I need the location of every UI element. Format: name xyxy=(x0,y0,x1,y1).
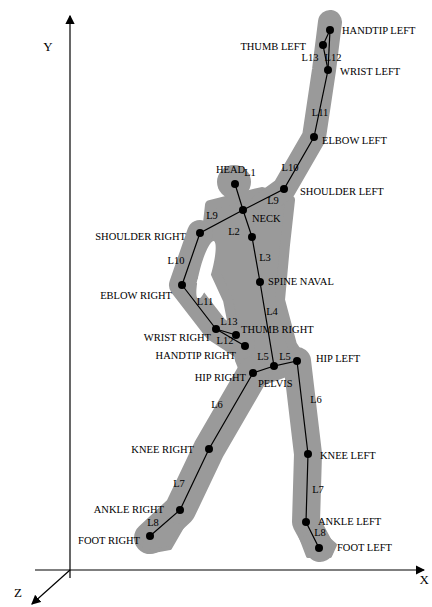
skeleton-lines xyxy=(150,30,330,548)
joint-label: WRIST LEFT xyxy=(340,67,400,78)
segment-label: L7 xyxy=(173,479,185,490)
segment-label: L9 xyxy=(206,211,218,222)
joint-label: FOOT LEFT xyxy=(337,543,392,554)
segment-label: L13 xyxy=(221,317,238,328)
segment-label: L8 xyxy=(147,518,159,529)
segment-label: L6 xyxy=(310,395,322,406)
segment-label: L12 xyxy=(325,53,342,64)
joint-label: ANKLE LEFT xyxy=(318,517,381,528)
segment-label: L5 xyxy=(257,352,269,363)
joint-label: HIP RIGHT xyxy=(195,373,246,384)
segment-label: L8 xyxy=(314,528,326,539)
y-axis xyxy=(69,16,70,578)
joint-label: SHOULDER LEFT xyxy=(300,187,384,198)
arm-gap xyxy=(192,239,219,300)
joint-label: THUMB LEFT xyxy=(240,42,306,53)
segment-label: L10 xyxy=(168,256,185,267)
segment-label: L5 xyxy=(279,352,291,363)
joint-label: THUMB RIGHT xyxy=(241,325,314,336)
segment-label: L2 xyxy=(228,227,240,238)
joint-label: SHOULDER RIGHT xyxy=(95,232,186,243)
segment-label: L9 xyxy=(267,196,279,207)
segment-label: L7 xyxy=(312,485,324,496)
joint-label: FOOT RIGHT xyxy=(78,536,140,547)
segment-label: L4 xyxy=(266,307,278,318)
joint-label: ANKLE RIGHT xyxy=(94,505,164,516)
joint-label: WRIST RIGHT xyxy=(144,333,211,344)
joint-label: NECK xyxy=(252,214,281,225)
segment-label: L11 xyxy=(197,297,214,308)
segment-label: L3 xyxy=(259,253,271,264)
segment-label: L12 xyxy=(217,336,234,347)
joint-label: PELVIS xyxy=(258,379,293,390)
z-axis xyxy=(32,570,70,604)
segment-label: L10 xyxy=(282,163,299,174)
joint-label: SPINE NAVAL xyxy=(268,277,334,288)
segment-label: L11 xyxy=(312,108,329,119)
body-silhouette xyxy=(140,22,335,556)
joint-label: HANDTIP LEFT xyxy=(342,26,415,37)
joint-label: KNEE LEFT xyxy=(320,451,376,462)
axis-label: Y xyxy=(43,40,52,53)
segment-label: L1 xyxy=(244,168,256,179)
segment-label: L13 xyxy=(302,53,319,64)
joint-label: HEAD xyxy=(216,165,245,176)
joint-label: ELBOW LEFT xyxy=(322,136,387,147)
axis-label: Z xyxy=(14,586,22,599)
axis-label: X xyxy=(420,573,429,586)
segment-label: L6 xyxy=(211,400,223,411)
joint-dots xyxy=(146,26,334,552)
joint-label: KNEE RIGHT xyxy=(131,445,194,456)
x-axis xyxy=(35,569,424,570)
joint-label: HANDTIP RIGHT xyxy=(156,351,236,362)
joint-label: HIP LEFT xyxy=(316,354,360,365)
joint-label: EBLOW RIGHT xyxy=(100,291,172,302)
